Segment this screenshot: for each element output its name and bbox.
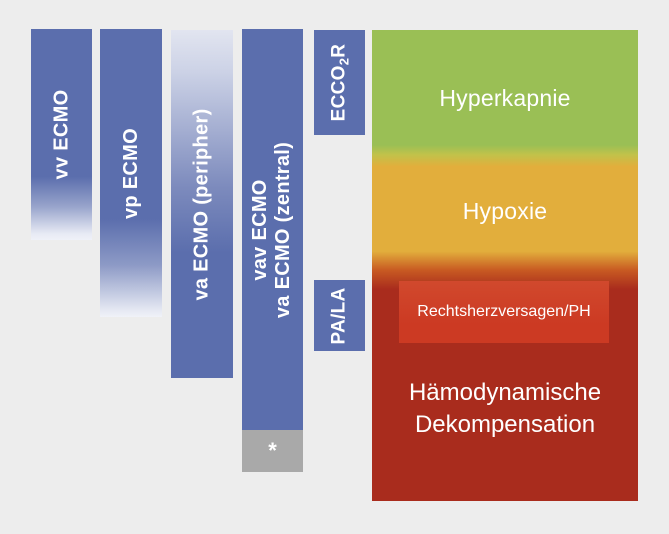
- bar-vp-ecmo: vp ECMO: [100, 29, 162, 317]
- bar-vav-label-line2: va ECMO (zentral): [272, 141, 295, 318]
- asterisk-marker: *: [268, 438, 277, 463]
- box-pa-la: PA/LA: [314, 280, 365, 351]
- bar-vav-label-group: vav ECMO va ECMO (zentral): [250, 141, 296, 317]
- bar-vav-label-line1: vav ECMO: [249, 178, 272, 281]
- zone-haemodynamische-dekompensation-label: Hämodynamische Dekompensation: [372, 377, 638, 441]
- zone-rechtsherzversagen-label: Rechtsherzversagen/PH: [417, 303, 591, 320]
- ecco2r-label-pre: ECCO: [328, 65, 350, 122]
- zone-hypoxie-label: Hypoxie: [462, 198, 548, 224]
- zone-hyperkapnie-label: Hyperkapnie: [439, 85, 571, 111]
- box-pa-la-label: PA/LA: [328, 286, 350, 345]
- bar-vv-ecmo: vv ECMO: [31, 29, 92, 240]
- box-ecco2r-label: ECCO2R: [328, 44, 351, 122]
- zone-rechtsherzversagen-box: Rechtsherzversagen/PH: [399, 281, 609, 343]
- haemo-label-line2: Dekompensation: [414, 411, 596, 438]
- haemo-label-line1: Hämodynamische: [408, 379, 602, 406]
- bar-vav-va-ecmo-zentral: vav ECMO va ECMO (zentral): [242, 29, 303, 430]
- box-ecco2r: ECCO2R: [314, 30, 365, 135]
- bar-vp-ecmo-label: vp ECMO: [119, 127, 142, 219]
- ecco2r-label-post: R: [328, 43, 350, 58]
- ecco2r-label-sub: 2: [336, 57, 352, 66]
- bar-va-ecmo-peripher: va ECMO (peripher): [171, 30, 233, 378]
- footnote-asterisk-box: *: [242, 430, 303, 472]
- bar-va-ecmo-peripher-label: va ECMO (peripher): [190, 107, 213, 301]
- indications-panel: Hyperkapnie Hypoxie Rechtsherzversagen/P…: [372, 30, 638, 501]
- bar-vv-ecmo-label: vv ECMO: [50, 89, 72, 180]
